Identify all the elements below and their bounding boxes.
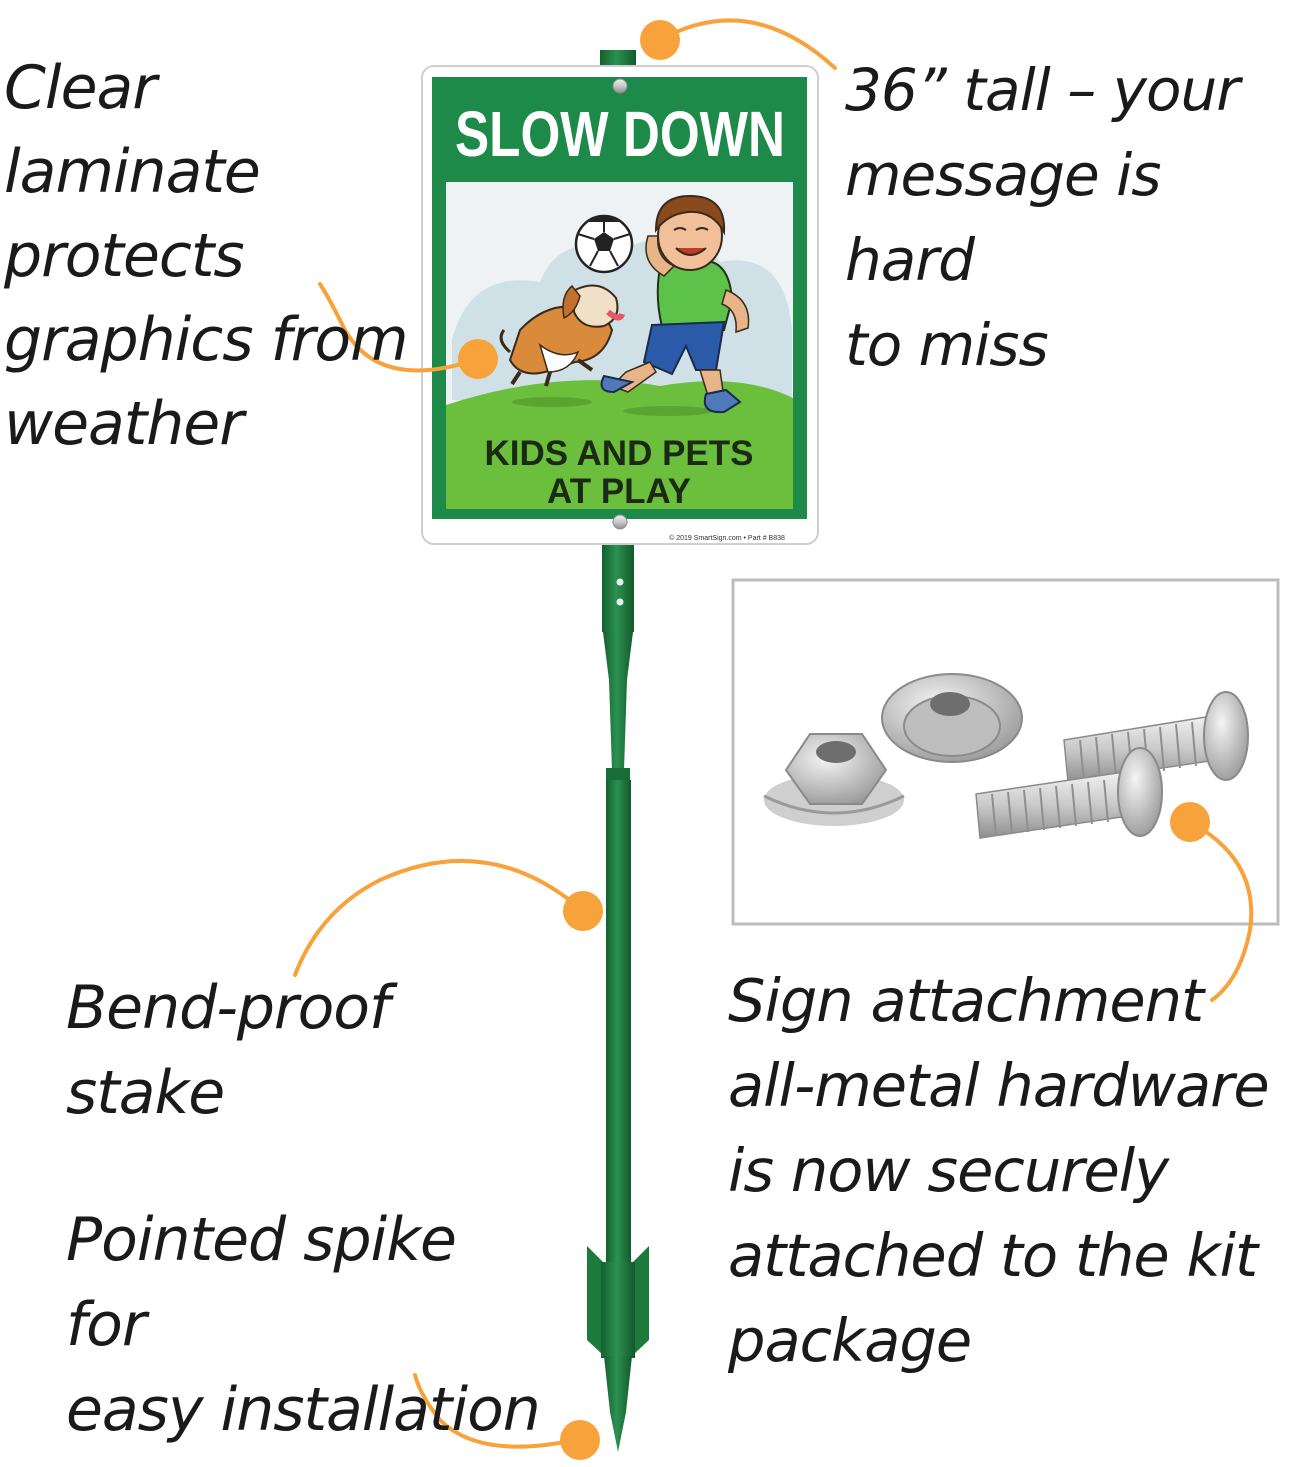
screw-icon bbox=[612, 78, 628, 94]
shadow bbox=[623, 406, 713, 416]
sign-title: SLOW DOWN bbox=[455, 98, 785, 170]
shadow bbox=[512, 397, 592, 407]
hardware-photo bbox=[731, 578, 1280, 926]
callout-dot-height bbox=[640, 20, 680, 60]
callout-leaders bbox=[293, 18, 1254, 1449]
leader-stake bbox=[293, 858, 585, 977]
stake-hole bbox=[616, 578, 624, 586]
sign-subtitle-line1: KIDS AND PETS bbox=[484, 434, 753, 473]
stake-joint bbox=[606, 768, 630, 780]
sign-subtitle-line2: AT PLAY bbox=[547, 472, 691, 511]
stake-upper-plate bbox=[602, 540, 634, 632]
callout-dot-stake bbox=[563, 891, 603, 931]
screw-icon bbox=[612, 514, 628, 530]
bolt-icon bbox=[975, 747, 1163, 839]
leader-hardware bbox=[1188, 820, 1254, 1002]
callout-stake: Bend-proof stake bbox=[66, 973, 390, 1128]
callout-laminate: Clear laminate protects graphics from we… bbox=[4, 53, 409, 459]
leader-laminate bbox=[318, 282, 480, 373]
stake-fin-left bbox=[587, 1246, 603, 1355]
flange-nut-icon bbox=[881, 673, 1023, 763]
dog-illustration bbox=[499, 284, 625, 387]
callout-dot-spike bbox=[560, 1420, 600, 1460]
sign-copyright: © 2019 SmartSign.com • Part # B838 bbox=[669, 534, 785, 542]
stake-taper bbox=[603, 632, 633, 770]
stake-shaft bbox=[606, 780, 631, 1270]
leader-spike bbox=[413, 1373, 577, 1449]
yard-sign: SLOW DOWN KIDS AND PETS AT PLAY © 2019 S… bbox=[421, 65, 819, 545]
callout-hardware: Sign attachment all-metal hardware is no… bbox=[728, 966, 1270, 1375]
callout-spike: Pointed spike for easy installation bbox=[66, 1205, 541, 1445]
stake-spike-body bbox=[601, 1262, 635, 1358]
stake-fin-right bbox=[633, 1246, 649, 1355]
callout-dot-hardware bbox=[1170, 802, 1210, 842]
soccer-ball-icon bbox=[574, 214, 634, 274]
callout-dot-laminate bbox=[458, 339, 498, 379]
callout-height: 36” tall – your message is hard to miss bbox=[845, 56, 1240, 379]
boy-illustration bbox=[600, 194, 750, 414]
leader-height bbox=[658, 18, 837, 70]
stake-hole bbox=[616, 598, 624, 606]
stake-spike-tip bbox=[604, 1356, 632, 1452]
hex-nut-icon bbox=[763, 733, 905, 826]
